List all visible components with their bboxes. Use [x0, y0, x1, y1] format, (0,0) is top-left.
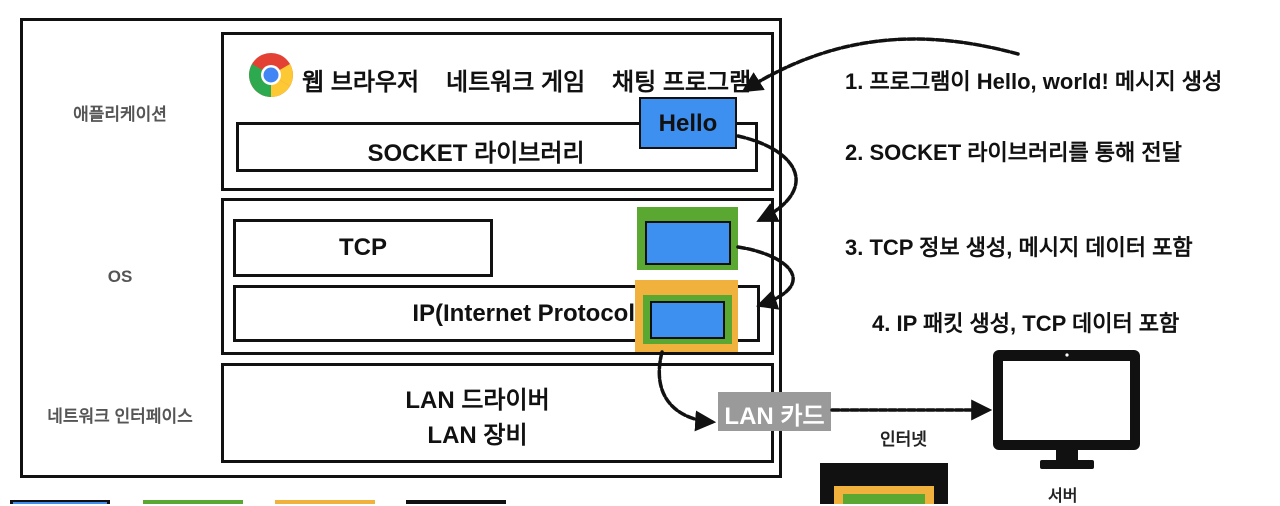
partial-packet-tcp	[843, 494, 925, 504]
server-label: 서버	[1048, 488, 1078, 505]
web-browser-label: 웹 브라우저	[302, 69, 420, 96]
arrow-to-lan-card	[657, 350, 717, 432]
tcp-label: TCP	[339, 234, 387, 261]
step-2-text: 2. SOCKET 라이브러리를 통해 전달	[845, 140, 1182, 165]
chrome-icon	[248, 52, 294, 98]
step-4-text: 4. IP 패킷 생성, TCP 데이터 포함	[872, 311, 1180, 336]
legend-swatch-message-fill	[13, 502, 107, 504]
lan-card	[718, 392, 831, 431]
tcp-box	[233, 219, 493, 277]
network-interface-layer-label: 네트워크 인터페이스	[47, 407, 193, 426]
lan-card-label: LAN 카드	[724, 403, 825, 430]
step-3-text: 3. TCP 정보 생성, 메시지 데이터 포함	[845, 235, 1193, 260]
network-game-label: 네트워크 게임	[446, 69, 586, 96]
legend-swatch-frame	[406, 500, 506, 504]
ip-label: IP(Internet Protocol)	[412, 300, 643, 327]
legend-swatch-ip	[275, 500, 375, 504]
arrow-step-1	[741, 37, 1020, 93]
application-layer-label: 애플리케이션	[73, 105, 167, 124]
monitor-icon	[992, 348, 1142, 472]
arrow-step-2	[736, 134, 798, 222]
internet-label: 인터넷	[880, 430, 927, 449]
os-layer-label: OS	[107, 267, 133, 286]
step-1-text: 1. 프로그램이 Hello, world! 메시지 생성	[845, 69, 1223, 94]
legend-swatch-tcp	[143, 500, 243, 504]
arrow-step-3	[736, 245, 795, 310]
socket-library-label: SOCKET 라이브러리	[367, 140, 585, 167]
hello-message-label: Hello	[658, 110, 718, 137]
lan-driver-label: LAN 드라이버	[405, 387, 550, 414]
tcp-segment-message	[645, 221, 731, 265]
ip-packet-message	[650, 301, 725, 339]
hello-message-box	[639, 97, 737, 149]
chat-program-label: 채팅 프로그램	[612, 69, 752, 96]
lan-equipment-label: LAN 장비	[427, 422, 528, 449]
